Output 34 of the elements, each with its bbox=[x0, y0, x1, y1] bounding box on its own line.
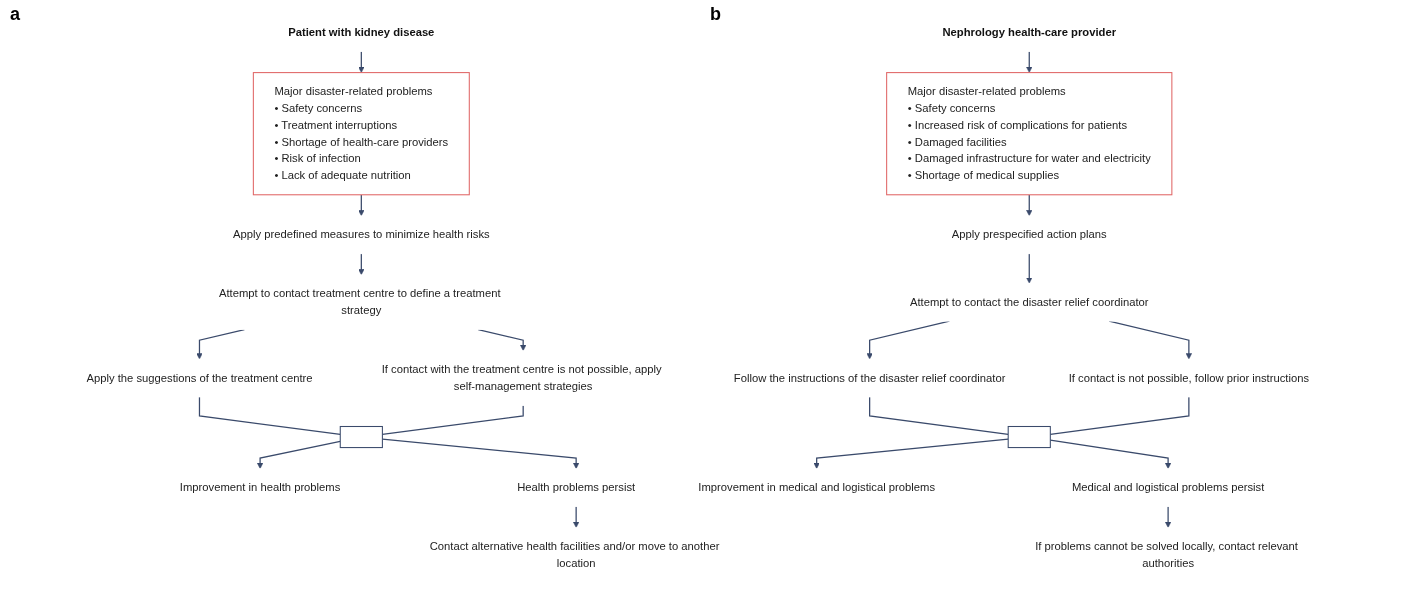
node-text: Medical and logistical problems persist bbox=[1071, 481, 1265, 494]
node-text: If contact is not possible, follow prior instructions bbox=[1068, 371, 1310, 384]
node-bar bbox=[339, 425, 383, 449]
arrow bbox=[1026, 50, 1033, 73]
node-text: Contact alternative health facilities and/or move to another location bbox=[429, 540, 720, 570]
panel-label: a bbox=[10, 4, 20, 25]
node-text: Apply predefined measures to minimize health risks bbox=[233, 228, 490, 241]
arrow bbox=[358, 50, 365, 73]
node-box: Major disaster-related problems • Safety concerns • Treatment interruptions • Shortage of health-care providers • Risk of infection • Lack of adequate nutrition bbox=[252, 72, 470, 196]
connector bbox=[869, 396, 1009, 435]
panel-label: b bbox=[710, 4, 721, 25]
node-text: Improvement in health problems bbox=[179, 481, 341, 494]
arrow bbox=[573, 505, 580, 528]
node-text: Attempt to contact the disaster relief coordinator bbox=[909, 295, 1149, 308]
node-text: Nephrology health-care provider bbox=[942, 26, 1117, 39]
node-text: If contact with the treatment centre is not possible, apply self-management strategies bbox=[381, 363, 662, 393]
arrow bbox=[1026, 194, 1033, 217]
arrow bbox=[358, 194, 365, 217]
node-text: If problems cannot be solved locally, contact relevant authorities bbox=[1035, 540, 1298, 570]
node-text: Apply prespecified action plans bbox=[951, 228, 1107, 241]
arrow bbox=[1165, 505, 1172, 528]
node-text: Apply the suggestions of the treatment centre bbox=[86, 371, 313, 384]
connector bbox=[198, 396, 341, 435]
arrow bbox=[257, 440, 341, 469]
node-text: Health problems persist bbox=[517, 481, 636, 494]
node-box: Major disaster-related problems • Safety concerns • Increased risk of complications for patients • Damaged facilities • Damaged infrastructure for water and electricity • Shortage of medical supplies bbox=[886, 72, 1173, 196]
arrow bbox=[1026, 253, 1033, 284]
node-text: Improvement in medical and logistical problems bbox=[698, 481, 936, 494]
node-text: Follow the instructions of the disaster relief coordinator bbox=[733, 371, 1006, 384]
arrow bbox=[813, 438, 1009, 469]
node-text: Patient with kidney disease bbox=[288, 26, 435, 39]
arrow bbox=[358, 253, 365, 276]
node-bar bbox=[1007, 425, 1051, 449]
node-text: Attempt to contact treatment centre to define a treatment strategy bbox=[218, 287, 501, 317]
